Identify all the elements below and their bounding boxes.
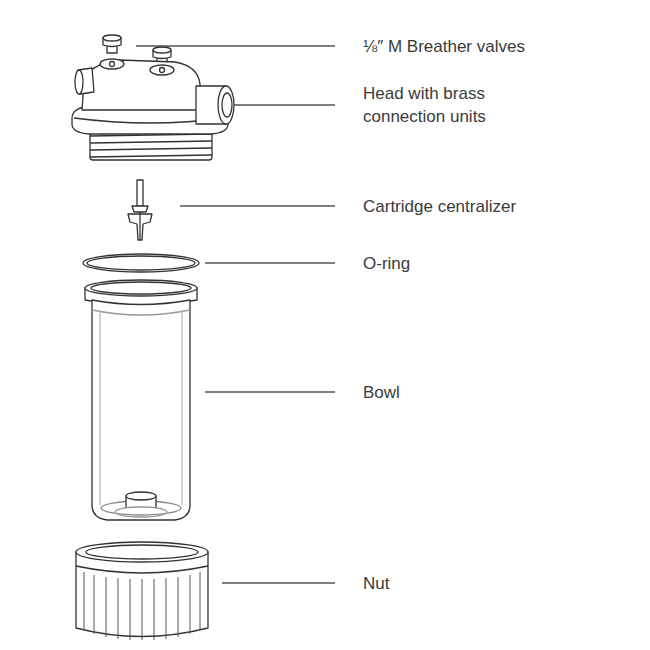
part-label: O-ring [363,252,623,275]
part-label: Head with brass connection units [363,82,538,128]
part-label: Cartridge centralizer [363,195,623,218]
part-label: Bowl [363,381,623,404]
o-ring [83,254,199,272]
filter-head [72,59,234,160]
part-label: Nut [363,572,623,595]
filter-bowl [85,280,197,520]
part-label: ⅛″ M Breather valves [363,35,623,58]
cartridge-centralizer [128,180,152,240]
filter-nut [76,542,208,640]
